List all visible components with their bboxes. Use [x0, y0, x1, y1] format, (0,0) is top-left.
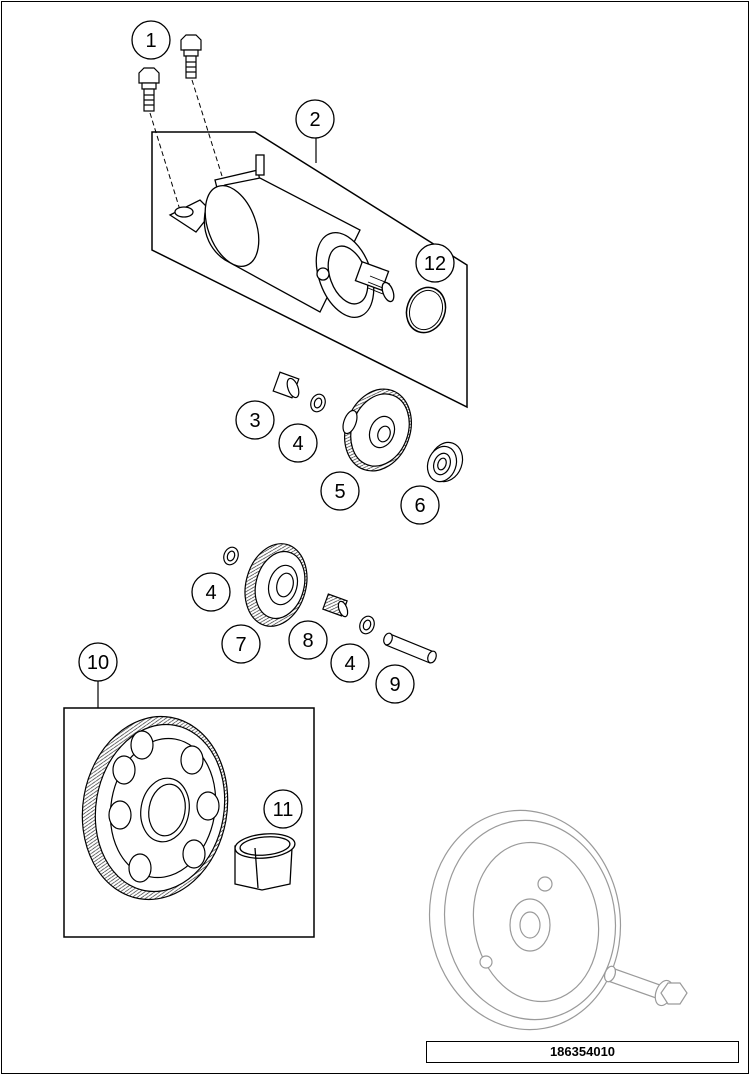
svg-text:11: 11	[273, 799, 294, 821]
callout-1: 1	[131, 20, 171, 60]
svg-text:6: 6	[414, 495, 425, 517]
callout-4: 4	[278, 423, 318, 463]
needle-bearing	[322, 593, 349, 618]
flywheel-bolt-reference	[603, 965, 688, 1007]
svg-text:8: 8	[302, 630, 313, 652]
svg-text:1: 1	[145, 30, 156, 52]
callout-2: 2	[295, 99, 335, 139]
freewheel-bushing	[234, 833, 296, 891]
callout-5: 5	[320, 471, 360, 511]
callout-7: 7	[221, 624, 261, 664]
starter-drive-gear	[244, 543, 308, 627]
bushing	[272, 371, 300, 399]
callout-9: 9	[375, 664, 415, 704]
callout-4: 4	[330, 643, 370, 683]
gear-shaft	[383, 632, 437, 664]
starter-o-ring	[405, 286, 447, 334]
intermediate-gear	[342, 388, 412, 472]
svg-text:2: 2	[309, 109, 320, 131]
svg-text:3: 3	[249, 410, 260, 432]
starter-bolt	[180, 34, 202, 79]
callout-10: 10	[78, 642, 118, 682]
svg-text:4: 4	[205, 582, 216, 604]
svg-text:12: 12	[424, 253, 446, 275]
starter-bolt	[138, 67, 160, 112]
svg-text:7: 7	[235, 634, 246, 656]
freewheel-group-outline	[63, 707, 315, 938]
svg-text:5: 5	[334, 481, 345, 503]
washer	[310, 393, 326, 413]
callout-6: 6	[400, 485, 440, 525]
starter-motor-group-outline	[151, 131, 468, 409]
svg-text:10: 10	[87, 652, 109, 674]
callout-11: 11	[263, 789, 303, 829]
callout-12: 12	[415, 243, 455, 283]
svg-text:4: 4	[292, 433, 303, 455]
freewheel-gear	[81, 715, 229, 901]
callout-8: 8	[288, 620, 328, 660]
washer	[223, 546, 239, 566]
callout-4: 4	[191, 572, 231, 612]
washer	[359, 615, 375, 635]
bearing	[426, 441, 464, 483]
starter-motor	[168, 154, 395, 318]
bolt-alignment-lines	[149, 79, 223, 211]
callout-3: 3	[235, 400, 275, 440]
flywheel-reference	[428, 809, 622, 1031]
svg-text:9: 9	[389, 674, 400, 696]
document-number: 186354010	[426, 1041, 739, 1063]
svg-text:4: 4	[344, 653, 355, 675]
